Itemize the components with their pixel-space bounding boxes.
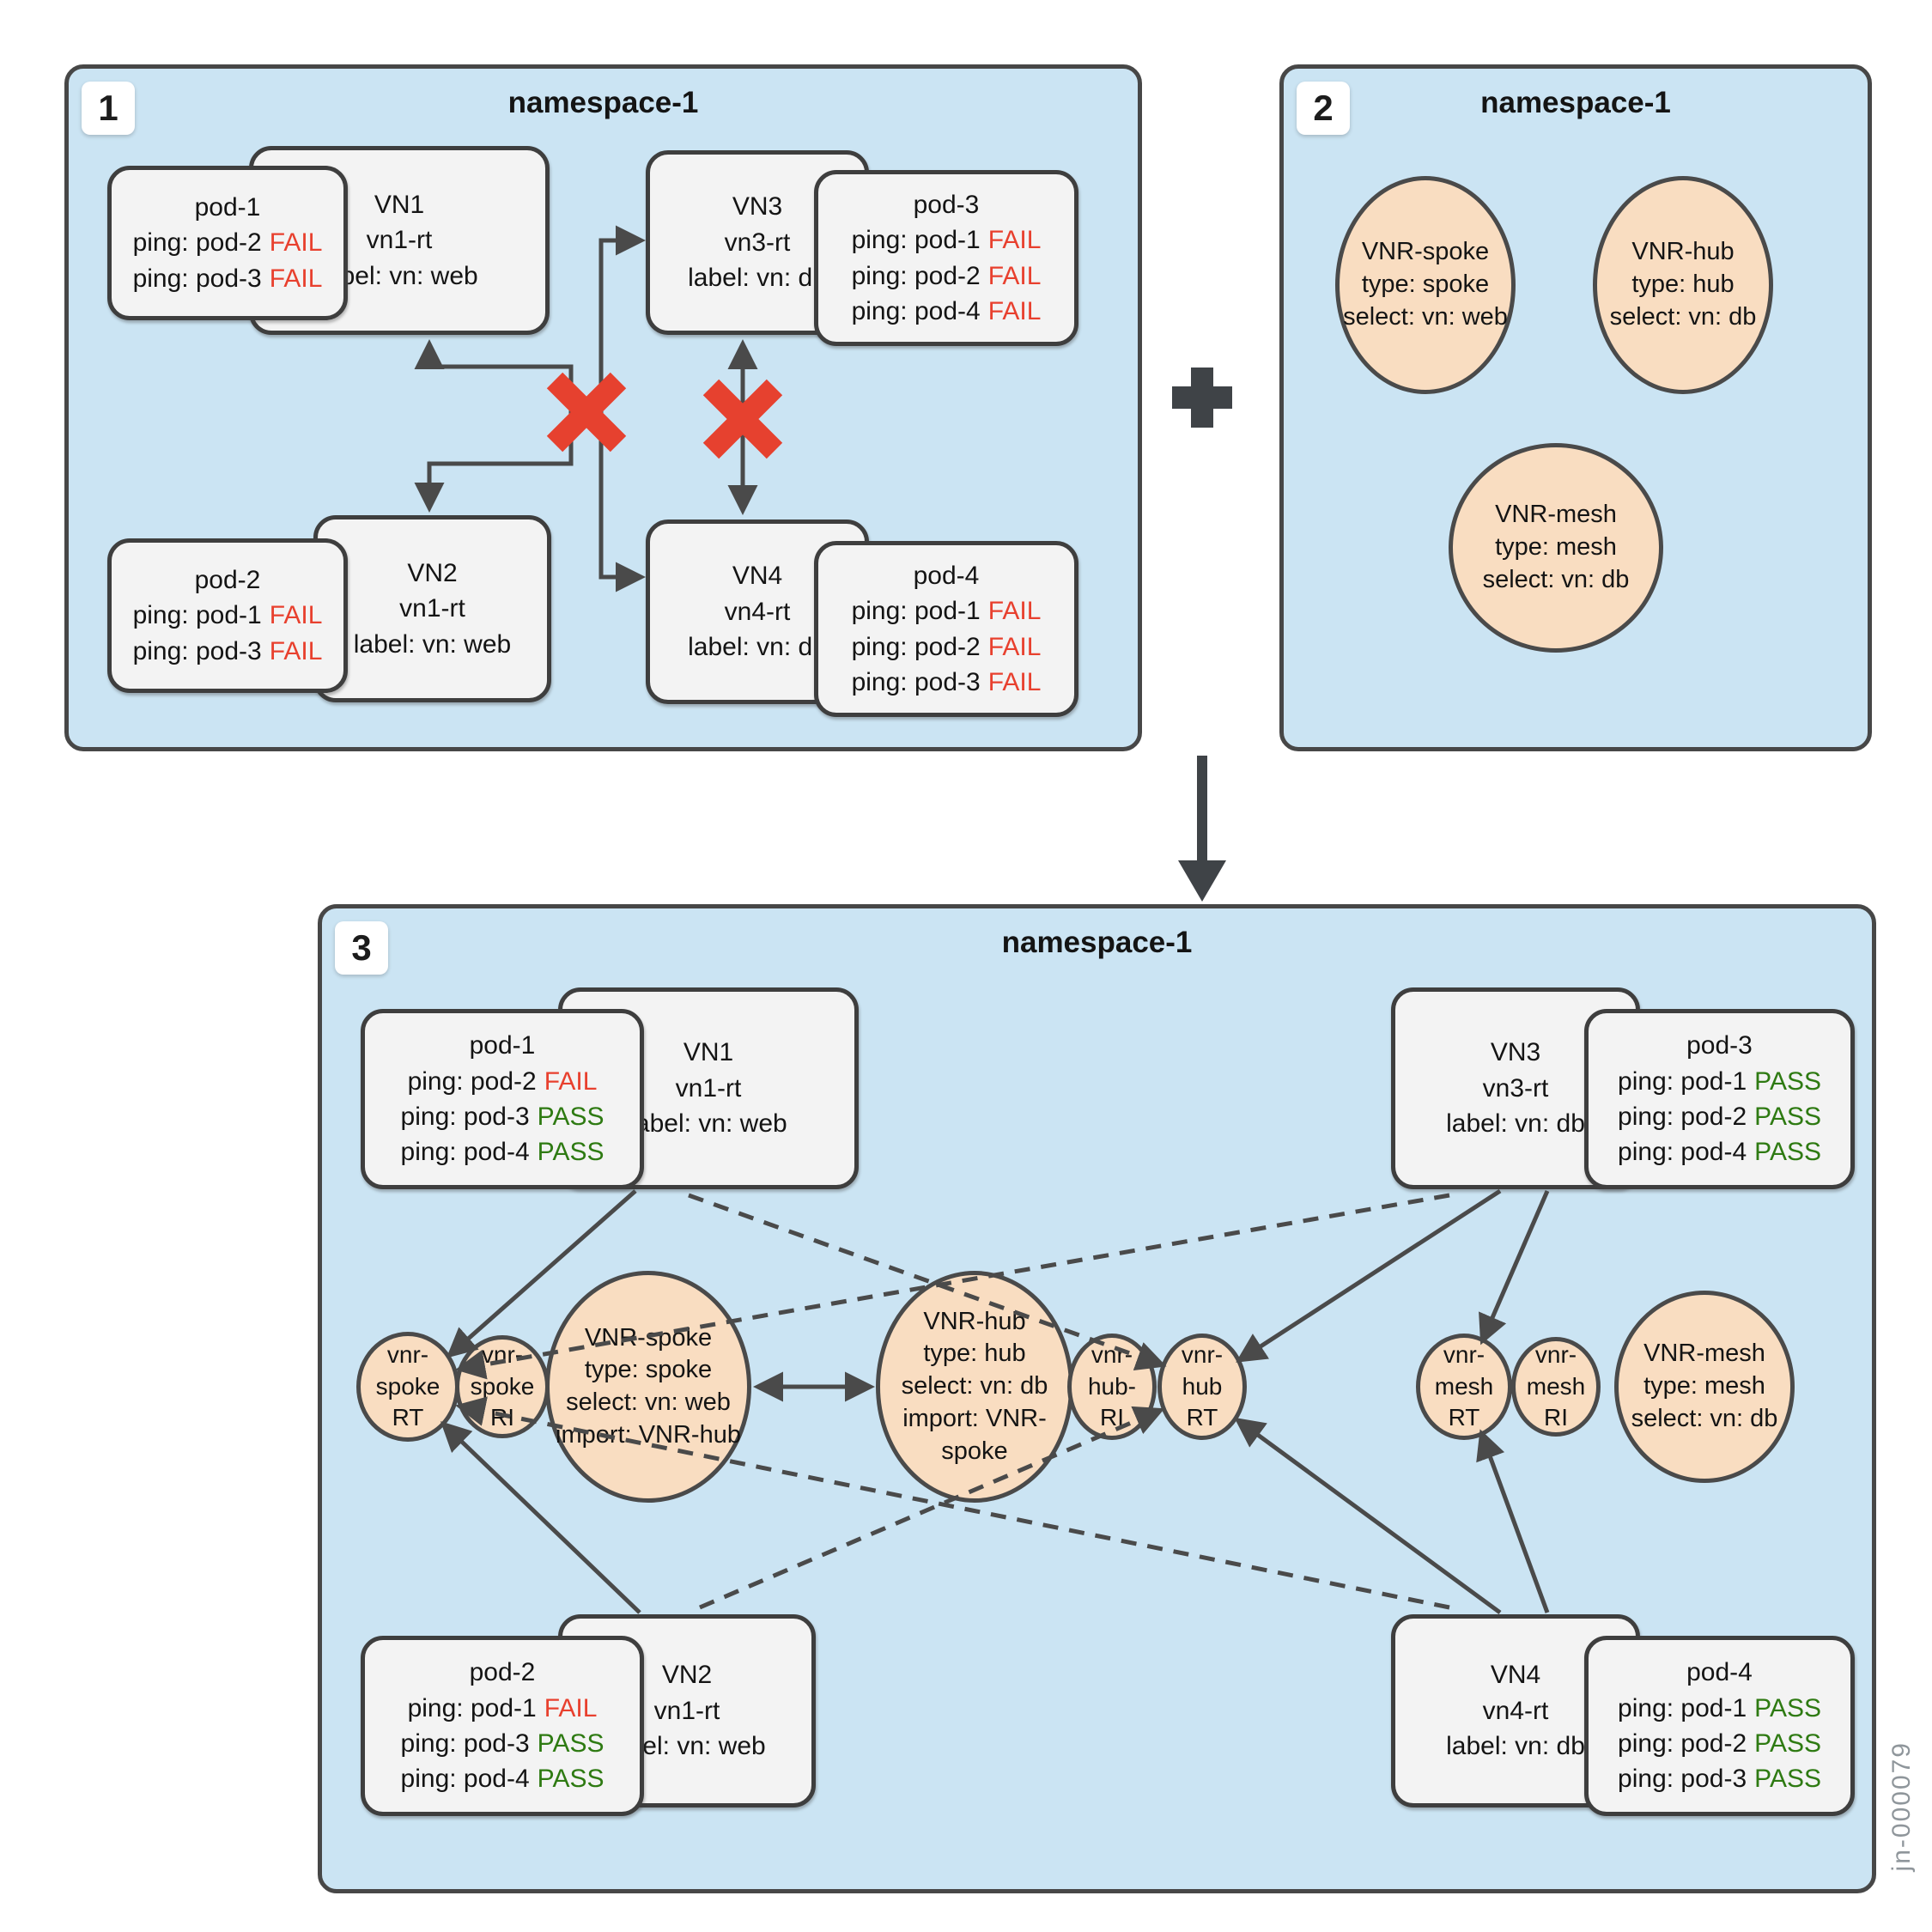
vn2-text: VN2 vn1-rt label: vn: web xyxy=(353,558,512,659)
vnr-hub-circle-panel3: VNR-hub type: hub select: vn: db import:… xyxy=(876,1271,1073,1503)
panel-2-step-badge: 2 xyxy=(1297,82,1350,135)
panel-3-step-badge: 3 xyxy=(335,921,388,975)
vnr-spoke-circle-panel2: VNR-spoke type: spoke select: vn: web xyxy=(1335,176,1516,394)
plus-icon xyxy=(1172,368,1232,428)
vn3-text: VN3 vn3-rt label: vn: db xyxy=(1446,1038,1585,1139)
vnr-spoke-ri-circle: vnr- spoke RI xyxy=(455,1335,550,1438)
vn1-text: VN1 vn1-rt label: vn: web xyxy=(320,190,478,290)
panel-1-title: namespace-1 xyxy=(507,86,699,119)
vnr-mesh-ri-circle: vnr- mesh RI xyxy=(1511,1337,1601,1437)
panel-2-title: namespace-1 xyxy=(1480,86,1671,119)
vnr-mesh-rt-circle: vnr- mesh RT xyxy=(1416,1334,1512,1440)
pod-title: pod-1 xyxy=(194,192,261,222)
vnr-hub-rt-circle: vnr- hub RT xyxy=(1157,1334,1247,1440)
pod-title: pod-4 xyxy=(1686,1658,1753,1687)
panel-1-step-badge: 1 xyxy=(82,82,135,135)
vn2-box-panel1: VN2 vn1-rt label: vn: web xyxy=(313,515,551,702)
panel-3-title: namespace-1 xyxy=(1001,926,1193,959)
vn4-text: VN4 vn4-rt label: vn: db xyxy=(1446,1661,1585,1761)
vnr-hub-circle-panel2: VNR-hub type: hub select: vn: db xyxy=(1593,176,1773,394)
pod-title: pod-2 xyxy=(194,565,261,594)
pod-title: pod-2 xyxy=(469,1658,536,1687)
vnr-spoke-rt-circle: vnr- spoke RT xyxy=(356,1332,459,1442)
pod-title: pod-1 xyxy=(469,1031,536,1060)
figure-id-watermark: jn-000079 xyxy=(1887,1741,1916,1872)
vn1-text: VN1 vn1-rt label: vn: web xyxy=(629,1038,787,1139)
vn2-box-panel3: VN2 vn1-rt label: vn: web xyxy=(558,1614,816,1807)
pod-title: pod-4 xyxy=(913,561,980,590)
vn4-text: VN4 vn4-rt label: vn: db xyxy=(688,562,827,662)
vnr-hub-ri-circle: vnr- hub- RI xyxy=(1067,1334,1157,1440)
vn3-text: VN3 vn3-rt label: vn: db xyxy=(688,192,827,293)
pod-title: pod-3 xyxy=(1686,1031,1753,1060)
pod-title: pod-3 xyxy=(913,190,980,219)
down-arrow-icon xyxy=(1178,756,1226,902)
vnr-mesh-circle-panel2: VNR-mesh type: mesh select: vn: db xyxy=(1449,443,1663,653)
vn2-text: VN2 vn1-rt label: vn: web xyxy=(608,1661,766,1761)
vnr-mesh-circle-panel3: VNR-mesh type: mesh select: vn: db xyxy=(1614,1291,1795,1483)
vnr-spoke-circle-panel3: VNR-spoke type: spoke select: vn: web im… xyxy=(545,1271,751,1503)
